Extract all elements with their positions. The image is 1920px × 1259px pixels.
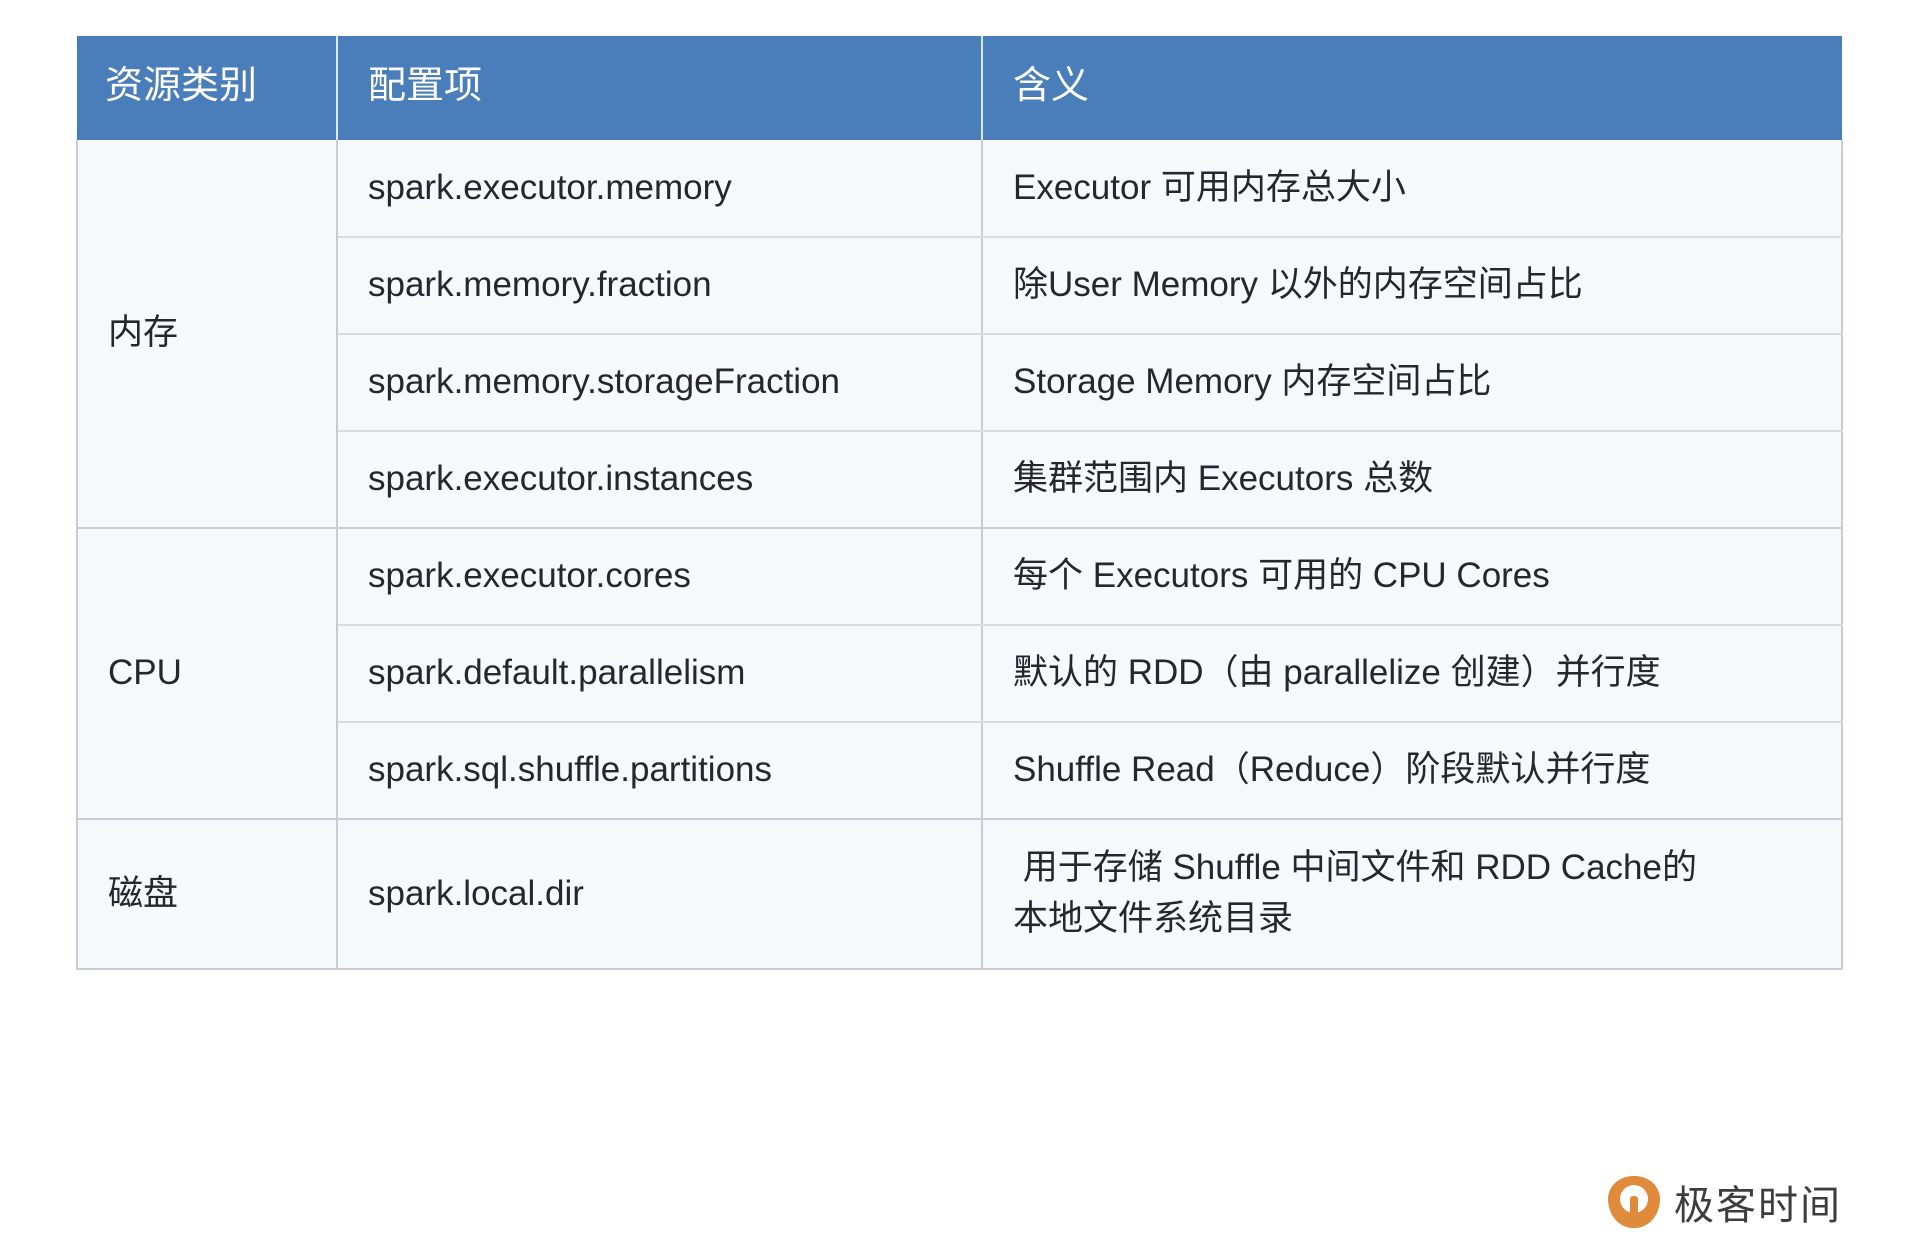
brand-watermark: 极客时间 [1608,1173,1842,1231]
table-body: 内存 spark.executor.memory Executor 可用内存总大… [76,140,1843,970]
config-key: spark.sql.shuffle.partitions [336,722,983,820]
geekbang-logo-icon [1608,1176,1660,1228]
config-table-container: 资源类别 配置项 含义 内存 spark.executor.memory Exe… [76,36,1843,970]
config-meaning: 每个 Executors 可用的 CPU Cores [982,528,1843,626]
config-meaning: 除User Memory 以外的内存空间占比 [982,237,1843,335]
config-key: spark.executor.instances [336,431,983,529]
brand-name: 极客时间 [1674,1183,1842,1229]
config-meaning-line-1: 用于存储 Shuffle 中间文件和 RDD Cache的 [1013,848,1697,888]
config-meaning: 集群范围内 Executors 总数 [982,431,1843,529]
table-row: spark.memory.storageFraction Storage Mem… [77,334,1843,432]
config-key: spark.memory.fraction [336,237,983,335]
config-key: spark.executor.cores [337,528,983,626]
table-row: spark.memory.fraction 除User Memory 以外的内存… [77,237,1843,335]
table-row: spark.sql.shuffle.partitions Shuffle Rea… [77,722,1843,820]
table-row: CPU spark.executor.cores 每个 Executors 可用… [76,528,1843,820]
spark-config-table: 资源类别 配置项 含义 内存 spark.executor.memory Exe… [76,36,1843,970]
config-meaning: Executor 可用内存总大小 [982,140,1843,238]
config-meaning: Storage Memory 内存空间占比 [982,334,1843,432]
config-key: spark.default.parallelism [336,625,983,723]
config-meaning: 用于存储 Shuffle 中间文件和 RDD Cache的 本地文件系统目录 [982,819,1843,970]
table-row: 磁盘 spark.local.dir 用于存储 Shuffle 中间文件和 RD… [76,819,1843,970]
column-header-resource: 资源类别 [77,36,337,140]
resource-label-memory: 内存 [76,140,338,529]
column-header-config: 配置项 [336,36,982,140]
table-row: 内存 spark.executor.memory Executor 可用内存总大… [76,140,1843,529]
table-header: 资源类别 配置项 含义 [77,36,1842,140]
resource-label-disk: 磁盘 [76,819,338,970]
column-header-meaning: 含义 [981,36,1842,140]
config-meaning-line-2: 本地文件系统目录 [1013,899,1294,938]
table-row: spark.executor.instances 集群范围内 Executors… [77,431,1843,529]
config-key: spark.local.dir [337,819,983,970]
resource-label-cpu: CPU [76,528,338,820]
table-row: spark.default.parallelism 默认的 RDD（由 para… [77,625,1843,723]
config-key: spark.memory.storageFraction [336,334,983,432]
config-meaning: 默认的 RDD（由 parallelize 创建）并行度 [982,625,1843,723]
config-key: spark.executor.memory [337,140,983,238]
config-meaning: Shuffle Read（Reduce）阶段默认并行度 [982,722,1843,820]
table-header-row: 资源类别 配置项 含义 [77,36,1842,140]
